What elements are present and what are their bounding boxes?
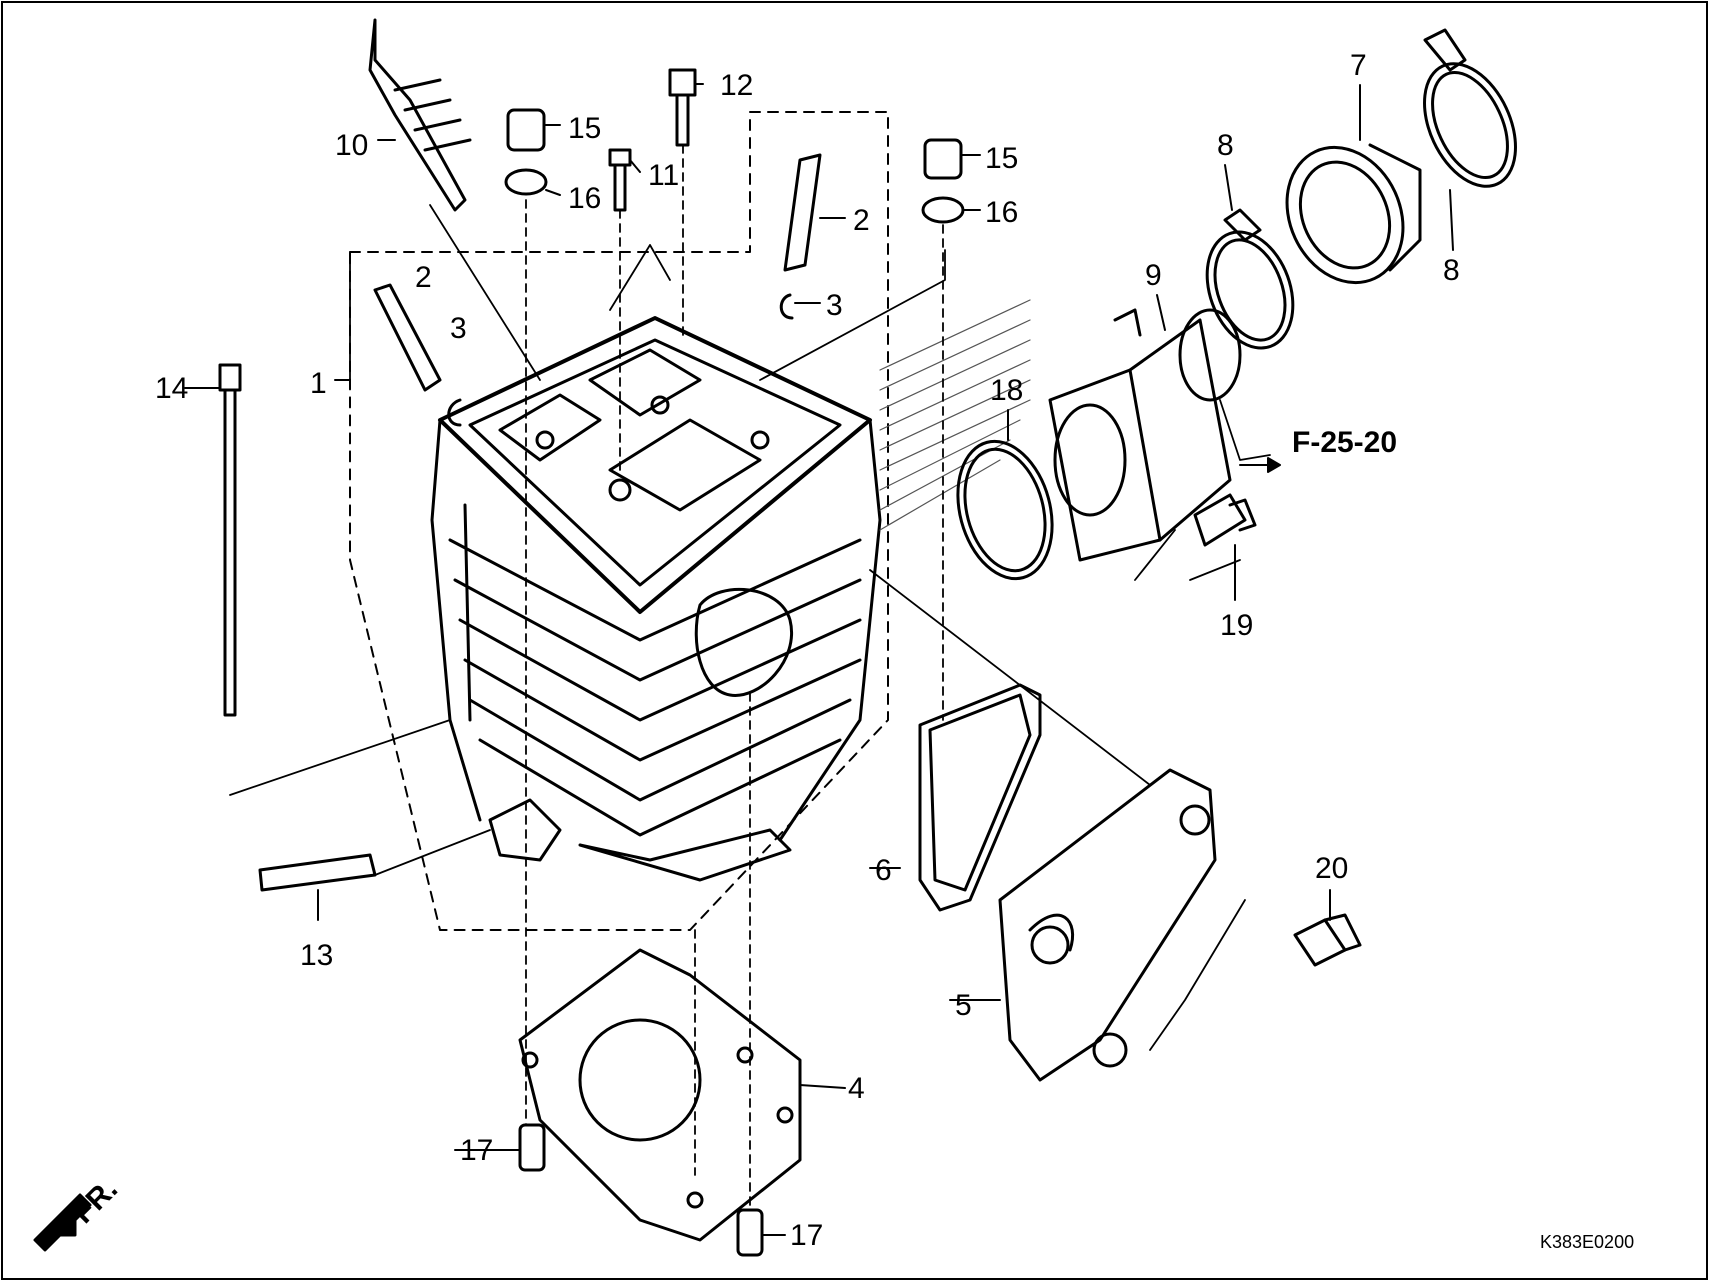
drawing-code: K383E0200 <box>1540 1232 1634 1252</box>
dowel-pin-17-right-drawing <box>736 1208 764 1257</box>
cover-gasket-drawing <box>918 683 1042 912</box>
hose-clamp-left-drawing <box>1205 208 1295 350</box>
part-label-20: 20 <box>1315 852 1348 885</box>
dowel-pin-15-right-drawing <box>923 138 963 180</box>
part-label-11: 11 <box>648 159 679 192</box>
dowel-pin-17-left-drawing <box>518 1123 546 1172</box>
part-label-13: 13 <box>300 939 333 972</box>
part-labels: 1 2 2 3 3 4 5 6 7 8 8 9 10 11 12 13 14 1… <box>67 49 1634 1252</box>
part-label-19: 19 <box>1220 609 1253 642</box>
part-label-8b: 8 <box>1443 254 1460 287</box>
part-label-17b: 17 <box>790 1219 823 1252</box>
long-bolt-drawing <box>218 363 242 717</box>
part-label-3b: 3 <box>826 289 843 322</box>
clip-right-drawing <box>779 293 794 320</box>
part-label-2a: 2 <box>415 261 432 294</box>
part-label-16a: 16 <box>568 182 601 215</box>
insulator-band-drawing <box>1285 143 1422 285</box>
flange-bolt-19-drawing <box>1193 493 1257 547</box>
side-cover-drawing <box>998 768 1217 1082</box>
part-label-10: 10 <box>335 129 368 162</box>
valve-guide-right-drawing <box>783 153 822 272</box>
leader-lines <box>229 204 1271 1051</box>
part-label-8a: 8 <box>1217 129 1234 162</box>
reference-label: F-25-20 <box>1292 426 1397 459</box>
spark-plug-drawing <box>368 18 472 212</box>
washer-16-right-drawing <box>921 196 965 224</box>
reference-arrow <box>1239 457 1281 473</box>
part-label-9: 9 <box>1145 259 1162 292</box>
stud-bolt-drawing <box>258 853 377 892</box>
part-label-15b: 15 <box>985 142 1018 175</box>
part-label-14: 14 <box>155 372 188 405</box>
dashed-alignment-lines <box>525 144 944 1206</box>
part-label-16b: 16 <box>985 196 1018 229</box>
part-label-12: 12 <box>720 69 753 102</box>
part-label-7: 7 <box>1350 49 1367 82</box>
part-label-2b: 2 <box>853 204 870 237</box>
label-ticks <box>184 83 1454 1236</box>
cylinder-head-gasket-drawing <box>518 948 802 1242</box>
dowel-pin-15-left-drawing <box>506 108 546 152</box>
part-label-15a: 15 <box>568 112 601 145</box>
assembly-outline <box>349 111 889 931</box>
bolt-12-drawing <box>668 68 697 147</box>
part-label-3a: 3 <box>450 312 467 345</box>
flange-bolt-20-drawing <box>1293 913 1362 967</box>
part-label-6: 6 <box>875 854 892 887</box>
o-ring-drawing <box>956 439 1054 581</box>
part-label-1: 1 <box>310 367 327 400</box>
bolt-11-drawing <box>608 148 632 212</box>
cylinder-head-drawing <box>430 299 1031 882</box>
valve-guide-left-drawing <box>373 283 442 392</box>
hose-clamp-right-drawing <box>1423 28 1517 188</box>
part-label-4: 4 <box>848 1072 865 1105</box>
front-arrow-icon <box>33 1193 92 1252</box>
washer-16-left-drawing <box>504 168 548 196</box>
part-label-18: 18 <box>990 374 1023 407</box>
insulator-drawing <box>1048 308 1242 562</box>
part-label-5: 5 <box>955 989 972 1022</box>
clip-left-drawing <box>447 398 462 427</box>
